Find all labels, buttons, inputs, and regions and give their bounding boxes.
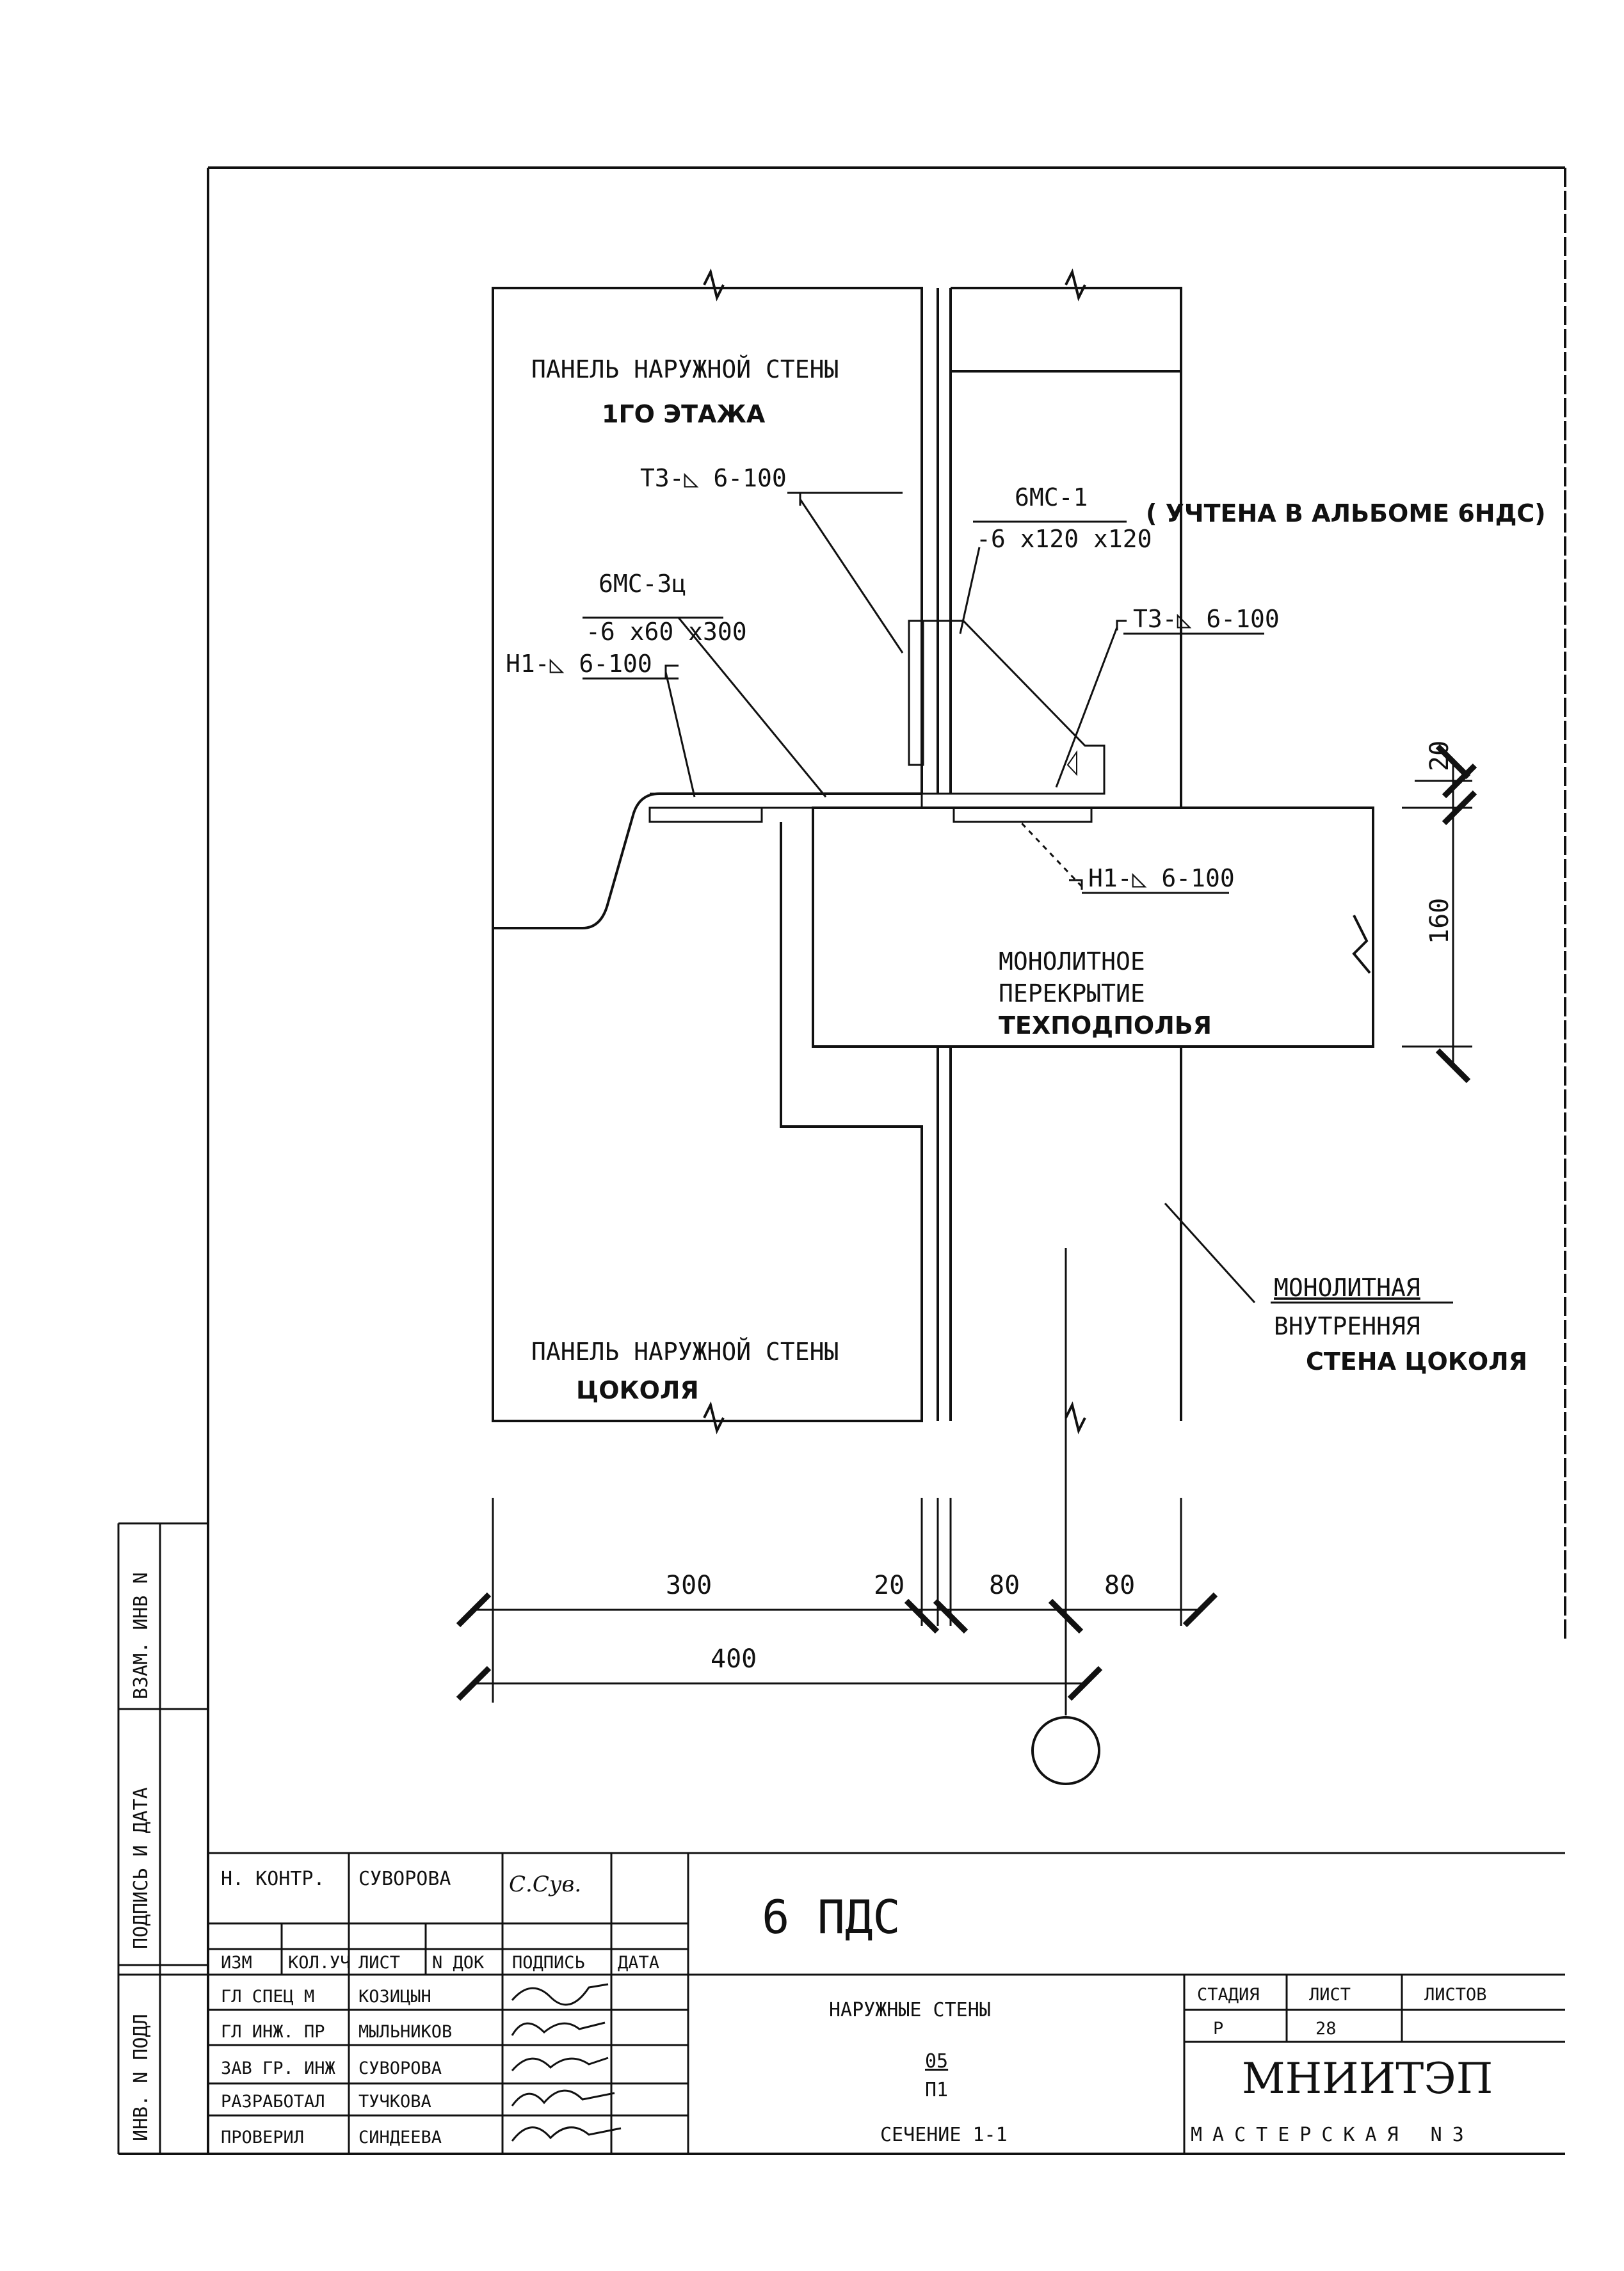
leader-n1-left — [664, 671, 696, 798]
tb-name-4: ТУЧКОВА — [358, 2092, 431, 2112]
side-stamp-inv: ИНВ. N ПОДЛ — [130, 2014, 152, 2141]
callout-n1-right: Н1-◺ 6-100 — [1088, 864, 1235, 892]
side-stamp — [117, 1522, 208, 2154]
slab-outline — [812, 806, 1374, 1048]
inner-wall-label-1: МОНОЛИТНАЯ — [1274, 1274, 1420, 1302]
callout-n1-left: Н1-◺ 6-100 — [506, 650, 652, 678]
upper-panel-label-2: 1ГО ЭТАЖА — [602, 400, 766, 428]
tb-role-3: ЗАВ ГР. ИНЖ — [221, 2058, 336, 2078]
tb-role-2: ГЛ ИНЖ. ПР — [221, 2022, 325, 2042]
dimensions — [456, 744, 1477, 1703]
tb-code: 6 ПДС — [762, 1890, 901, 1944]
tb-header-podpis: ПОДПИСЬ — [512, 1953, 585, 1973]
dim-20-bottom: 20 — [874, 1571, 904, 1600]
leader-6mc3 — [677, 617, 827, 798]
leader-inner-wall — [1164, 1202, 1256, 1304]
tb-role-5: ПРОВЕРИЛ — [221, 2128, 304, 2147]
tb-role-4: РАЗРАБОТАЛ — [221, 2092, 325, 2112]
dim-400: 400 — [711, 1644, 757, 1674]
break-mark-top-right — [1065, 268, 1086, 301]
tb-sheet-value: 28 — [1315, 2019, 1337, 2039]
side-stamp-podpis: ПОДПИСЬ И ДАТА — [130, 1787, 152, 1949]
callout-t3-right: Т3-◺ 6-100 — [1133, 605, 1280, 633]
plate-6mc1 — [922, 620, 1105, 795]
dim-80-right: 80 — [1104, 1571, 1135, 1600]
callout-6mc1-bottom: -6 х120 х120 — [976, 525, 1152, 553]
slab-label-1: МОНОЛИТНОЕ — [999, 947, 1145, 975]
inner-wall-label-3: СТЕНА ЦОКОЛЯ — [1306, 1347, 1527, 1376]
tb-frac-top: 05 — [925, 2050, 948, 2073]
tb-org: МНИИТЭП — [1242, 2054, 1493, 2103]
tb-workshop: МАСТЕРСКАЯ N3 — [1191, 2124, 1474, 2146]
break-mark-top-left — [703, 268, 725, 301]
tb-name-3: СУВОРОВА — [358, 2058, 442, 2078]
signature-nkontr: С.Сув. — [509, 1872, 581, 1897]
plate-6mc3-bearing — [648, 806, 763, 823]
signatures — [511, 1983, 622, 2142]
side-stamp-vzam: ВЗАМ. ИНВ N — [130, 1572, 152, 1699]
lower-panel-label-1: ПАНЕЛЬ НАРУЖНОЙ СТЕНЫ — [531, 1338, 839, 1366]
leader-t3-left — [799, 499, 904, 654]
tb-section-title: НАРУЖНЫЕ СТЕНЫ — [829, 1999, 991, 2021]
callout-6mc3-bottom: -6 х60 х300 — [586, 618, 747, 646]
lower-panel-label-2: ЦОКОЛЯ — [576, 1376, 699, 1404]
dim-80-left: 80 — [989, 1571, 1020, 1600]
slab-label-2: ПЕРЕКРЫТИЕ — [999, 979, 1145, 1007]
callout-t3-left: Т3-◺ 6-100 — [640, 464, 787, 492]
tb-role-1: ГЛ СПЕЦ М — [221, 1987, 314, 2007]
tb-nkontr-name: СУВОРОВА — [358, 1868, 451, 1890]
callout-6mc3-top: 6МС-3ц — [599, 570, 686, 598]
tb-section-name: СЕЧЕНИЕ 1-1 — [880, 2124, 1008, 2146]
slab-break-mark — [1352, 915, 1371, 974]
tb-sheet-label: ЛИСТ — [1309, 1985, 1351, 2005]
tb-name-5: СИНДЕЕВА — [358, 2128, 442, 2147]
callout-6mc1-top: 6МС-1 — [1015, 483, 1088, 511]
tb-name-1: КОЗИЦЫН — [358, 1987, 431, 2007]
tb-stage-value: Р — [1213, 2019, 1223, 2039]
leaders — [583, 492, 1453, 1304]
plate-right-bearing — [953, 806, 1093, 823]
dim-20-right: 20 — [1425, 741, 1454, 771]
leader-t3-right — [1055, 627, 1118, 788]
plate-6mc3 — [650, 792, 923, 809]
leader-n1-right — [1020, 821, 1083, 888]
upper-panel-bottom-edge — [493, 792, 922, 929]
sheet-frame — [118, 166, 1566, 2155]
break-mark-bottom-left — [703, 1401, 725, 1434]
axis-bubble — [1031, 1716, 1100, 1785]
dim-300: 300 — [666, 1571, 712, 1600]
dim-160: 160 — [1425, 898, 1454, 944]
plate-6mc1-flange — [908, 620, 924, 766]
tb-name-2: МЫЛЬНИКОВ — [358, 2022, 452, 2042]
weld-marks — [1066, 750, 1077, 776]
tb-header-ndok: N ДОК — [432, 1953, 485, 1973]
tb-sheets-label: ЛИСТОВ — [1424, 1985, 1487, 2005]
leader-6mc1 — [959, 547, 981, 634]
upper-panel-outline — [492, 287, 923, 794]
inner-wall-label-2: ВНУТРЕННЯЯ — [1274, 1312, 1420, 1340]
break-mark-bottom-right — [1065, 1401, 1086, 1434]
title-block — [118, 1852, 1565, 2154]
callout-6mc1-note: ( УЧТЕНА В АЛЬБОМЕ 6НДС) — [1146, 499, 1546, 527]
tb-header-list: ЛИСТ — [358, 1953, 400, 1973]
tb-header-izm: ИЗМ — [221, 1953, 252, 1973]
lower-panel-outline — [492, 822, 923, 1422]
tb-header-kol: КОЛ.УЧ — [288, 1953, 351, 1973]
tb-frac-bottom: П1 — [925, 2079, 948, 2101]
upper-panel-label-1: ПАНЕЛЬ НАРУЖНОЙ СТЕНЫ — [531, 355, 839, 383]
tb-nkontr-label: Н. КОНТР. — [221, 1868, 325, 1890]
tb-stage-label: СТАДИЯ — [1197, 1985, 1260, 2005]
tb-header-data: ДАТА — [618, 1953, 659, 1973]
slab-label-3: ТЕХПОДПОЛЬЯ — [999, 1011, 1212, 1039]
